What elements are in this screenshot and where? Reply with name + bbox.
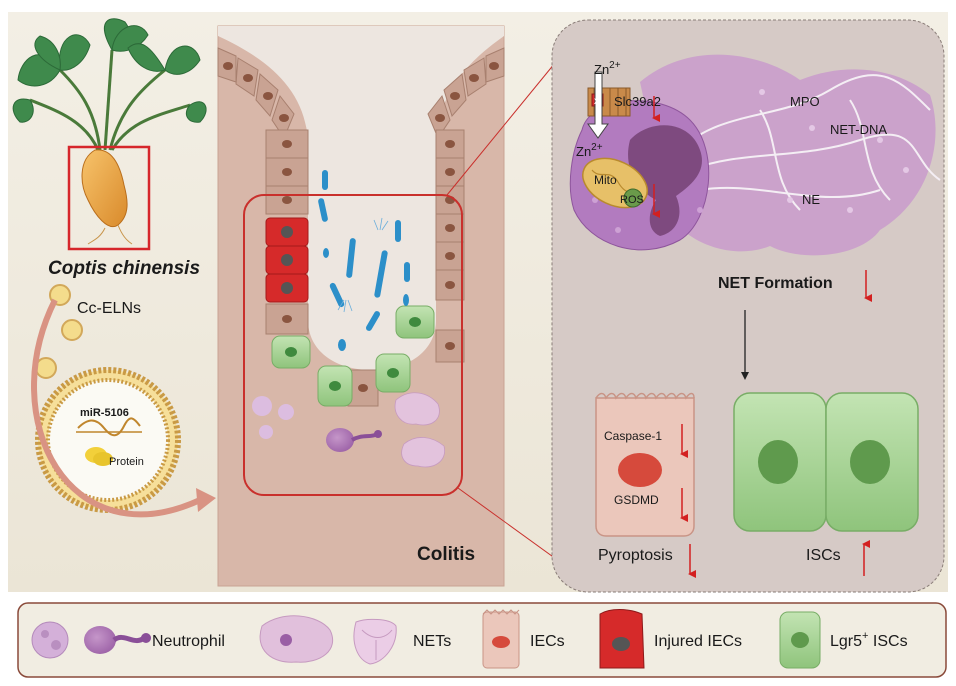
injured-iecs	[265, 217, 309, 303]
legend-neutrophil-icon	[31, 621, 151, 659]
legend-iec-icon	[482, 609, 520, 669]
pyroptosis-label: Pyroptosis	[598, 547, 673, 564]
legend-injured-label: Injured IECs	[654, 633, 742, 650]
coptis-plant	[12, 18, 207, 251]
legend-nets-label: NETs	[413, 633, 451, 650]
legend-injured-icon	[599, 609, 645, 669]
slc39a2-transporter	[587, 71, 631, 139]
legend-neutrophil-label: Neutrophil	[152, 633, 225, 650]
protein-label: Protein	[109, 456, 144, 468]
blocked-mark: x	[594, 96, 599, 107]
legend-nets-icon	[259, 615, 397, 665]
legend-iecs-label: IECs	[530, 633, 565, 650]
slc39a2-label: Slc39a2	[614, 94, 661, 109]
zoom-line-top	[446, 51, 565, 196]
plant-name: Coptis chinensis	[48, 258, 200, 279]
net-formation-label: NET Formation	[718, 275, 833, 292]
net-cloud	[640, 54, 941, 256]
net-dna-label: NET-DNA	[830, 122, 887, 137]
colon-crypt	[217, 25, 505, 587]
flow-arrowhead	[741, 372, 749, 380]
legend-box	[17, 602, 947, 678]
zoom-iec	[595, 392, 695, 537]
zoom-iscs	[733, 392, 919, 532]
gsdmd-label: GSDMD	[614, 493, 659, 507]
zn-mid-label: Zn2+	[576, 142, 603, 159]
caspase-label: Caspase-1	[604, 429, 662, 443]
delivery-arrowhead	[196, 488, 216, 512]
mito-label: Mito	[594, 173, 617, 187]
delivery-arrow	[31, 298, 202, 518]
zoom-frame	[243, 194, 463, 496]
vesicle-name: Cc-ELNs	[77, 300, 141, 317]
ccelns-vesicle	[35, 367, 181, 513]
ros-label: ROS	[620, 194, 644, 206]
iscs-label: ISCs	[806, 547, 841, 564]
tissue-neutrophils	[252, 396, 382, 452]
tissue-nets	[394, 392, 446, 468]
mirna-label: miR-5106	[80, 407, 129, 419]
ne-label: NE	[802, 192, 820, 207]
zn-top-label: Zn2+	[594, 60, 621, 77]
zoom-neutrophil	[569, 100, 710, 251]
colitis-label: Colitis	[417, 544, 475, 565]
legend-lgr5-label: Lgr5+ ISCs	[830, 630, 908, 650]
legend-lgr5-icon	[779, 611, 821, 669]
mpo-label: MPO	[790, 94, 820, 109]
bacteria	[318, 170, 410, 351]
